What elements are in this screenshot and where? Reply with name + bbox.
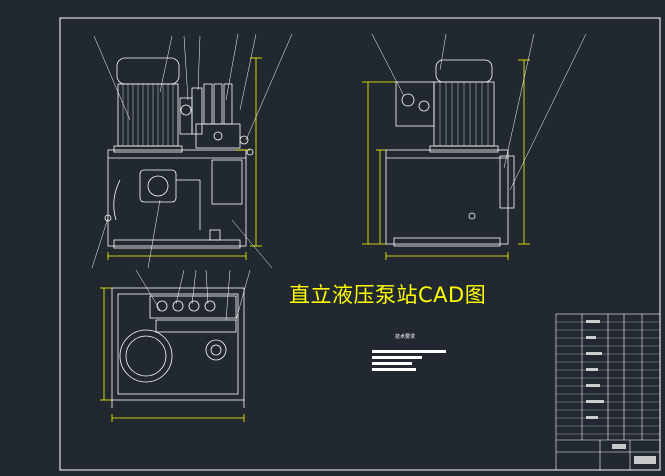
top-view-leaders [135, 269, 251, 321]
side-view-dimensions [362, 59, 530, 260]
front-view-dimensions [107, 57, 262, 260]
side-view-leaders [371, 33, 587, 191]
notes-block [372, 350, 446, 371]
title-block [555, 313, 661, 471]
drawing-title: 直立液压泵站CAD图 [289, 283, 487, 307]
drawing-frame [59, 17, 661, 471]
top-view-dimensions [100, 287, 245, 422]
title-block-fills [586, 320, 656, 464]
title-block-rows [556, 321, 660, 435]
front-view [104, 57, 254, 249]
side-view [385, 59, 515, 247]
front-view-leaders [91, 33, 293, 269]
top-view [111, 287, 245, 408]
notes-title: 技术要求 [395, 334, 416, 340]
